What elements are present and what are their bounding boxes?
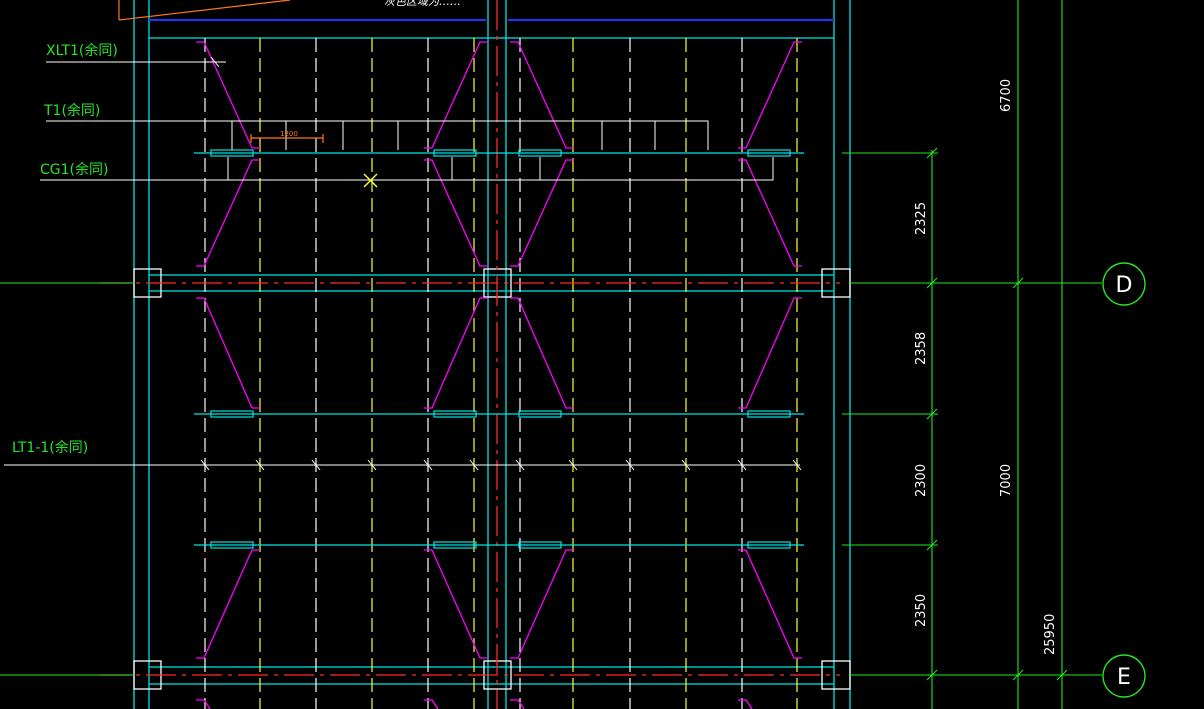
stringer-segment	[510, 159, 574, 267]
lt1-tick	[515, 459, 525, 471]
stringer-segment	[510, 549, 574, 659]
lt1-tick	[737, 459, 747, 471]
stringer-segment	[738, 297, 802, 409]
dim-2300: 2300	[914, 464, 929, 497]
dim-7000: 7000	[999, 464, 1014, 497]
stringer-segment	[424, 41, 488, 149]
lt1-tick	[311, 459, 321, 471]
cg1-leader	[40, 157, 774, 181]
stringer-segment	[424, 699, 439, 709]
structure-outline	[133, 0, 851, 709]
dim-25950: 25950	[1043, 614, 1058, 655]
stringer-segment	[738, 41, 802, 149]
lt1-1-row	[4, 459, 802, 471]
lt1-tick	[568, 459, 578, 471]
stringer-segment	[424, 297, 488, 409]
orange-dim	[250, 134, 324, 143]
bracing-plate	[433, 149, 477, 157]
stringer-segment	[738, 549, 802, 659]
bracing-plate	[210, 410, 254, 418]
bracing-rows	[194, 149, 804, 549]
stringer-segment	[738, 159, 802, 267]
lt1-tick	[681, 459, 691, 471]
stringer-segment	[196, 297, 260, 409]
bracing-plate	[747, 541, 791, 549]
top-orange-fragment	[118, 0, 291, 21]
stringer-segment	[196, 41, 260, 149]
bracing-plate	[210, 541, 254, 549]
cursor-cross	[363, 173, 378, 188]
lt1-tick	[792, 459, 802, 471]
stringer-segment	[424, 549, 488, 659]
stringer-segment	[738, 699, 753, 709]
red-centerlines	[100, 0, 840, 709]
lt1-tick	[367, 459, 377, 471]
grid-bubble-d[interactable]: D	[1102, 262, 1146, 306]
bracing-plate	[433, 410, 477, 418]
dim-2350: 2350	[914, 594, 929, 627]
stringer-segment	[510, 699, 525, 709]
stringer-segment	[196, 699, 211, 709]
bracing-plate	[518, 149, 562, 157]
dim-2358: 2358	[914, 332, 929, 365]
bracing-plate	[747, 410, 791, 418]
stringer-segment	[424, 159, 488, 267]
label-t1[interactable]: T1(余同)	[43, 102, 100, 119]
dim-6700: 6700	[999, 79, 1014, 112]
orange-dim-text: 1200	[280, 130, 298, 138]
bracing-plate	[518, 541, 562, 549]
stringer-segment	[510, 41, 574, 149]
stair-stringers	[196, 41, 802, 709]
lt1-tick	[625, 459, 635, 471]
bracing-plate	[518, 410, 562, 418]
label-lt1-1[interactable]: LT1-1(余同)	[12, 439, 88, 456]
dimension-lines	[0, 0, 1102, 709]
lt1-tick	[469, 459, 479, 471]
lt1-tick	[255, 459, 265, 471]
lt1-tick	[200, 459, 210, 471]
lt1-tick	[423, 459, 433, 471]
stringer-segment	[196, 549, 260, 659]
bracing-plate	[747, 149, 791, 157]
label-xlt1[interactable]: XLT1(余同)	[46, 42, 118, 59]
grid-label-e: E	[1117, 665, 1131, 690]
bracing-plate	[433, 541, 477, 549]
label-cg1[interactable]: CG1(余同)	[40, 161, 108, 178]
stringer-segment	[510, 297, 574, 409]
grid-bubble-e[interactable]: E	[1102, 654, 1146, 698]
stringer-segment	[196, 159, 260, 267]
dim-2325: 2325	[914, 202, 929, 235]
grid-label-d: D	[1116, 273, 1133, 298]
t1-tick-row	[46, 120, 709, 150]
top-note: 灰色区域为……	[384, 0, 461, 8]
xlt1-leader	[46, 56, 226, 68]
